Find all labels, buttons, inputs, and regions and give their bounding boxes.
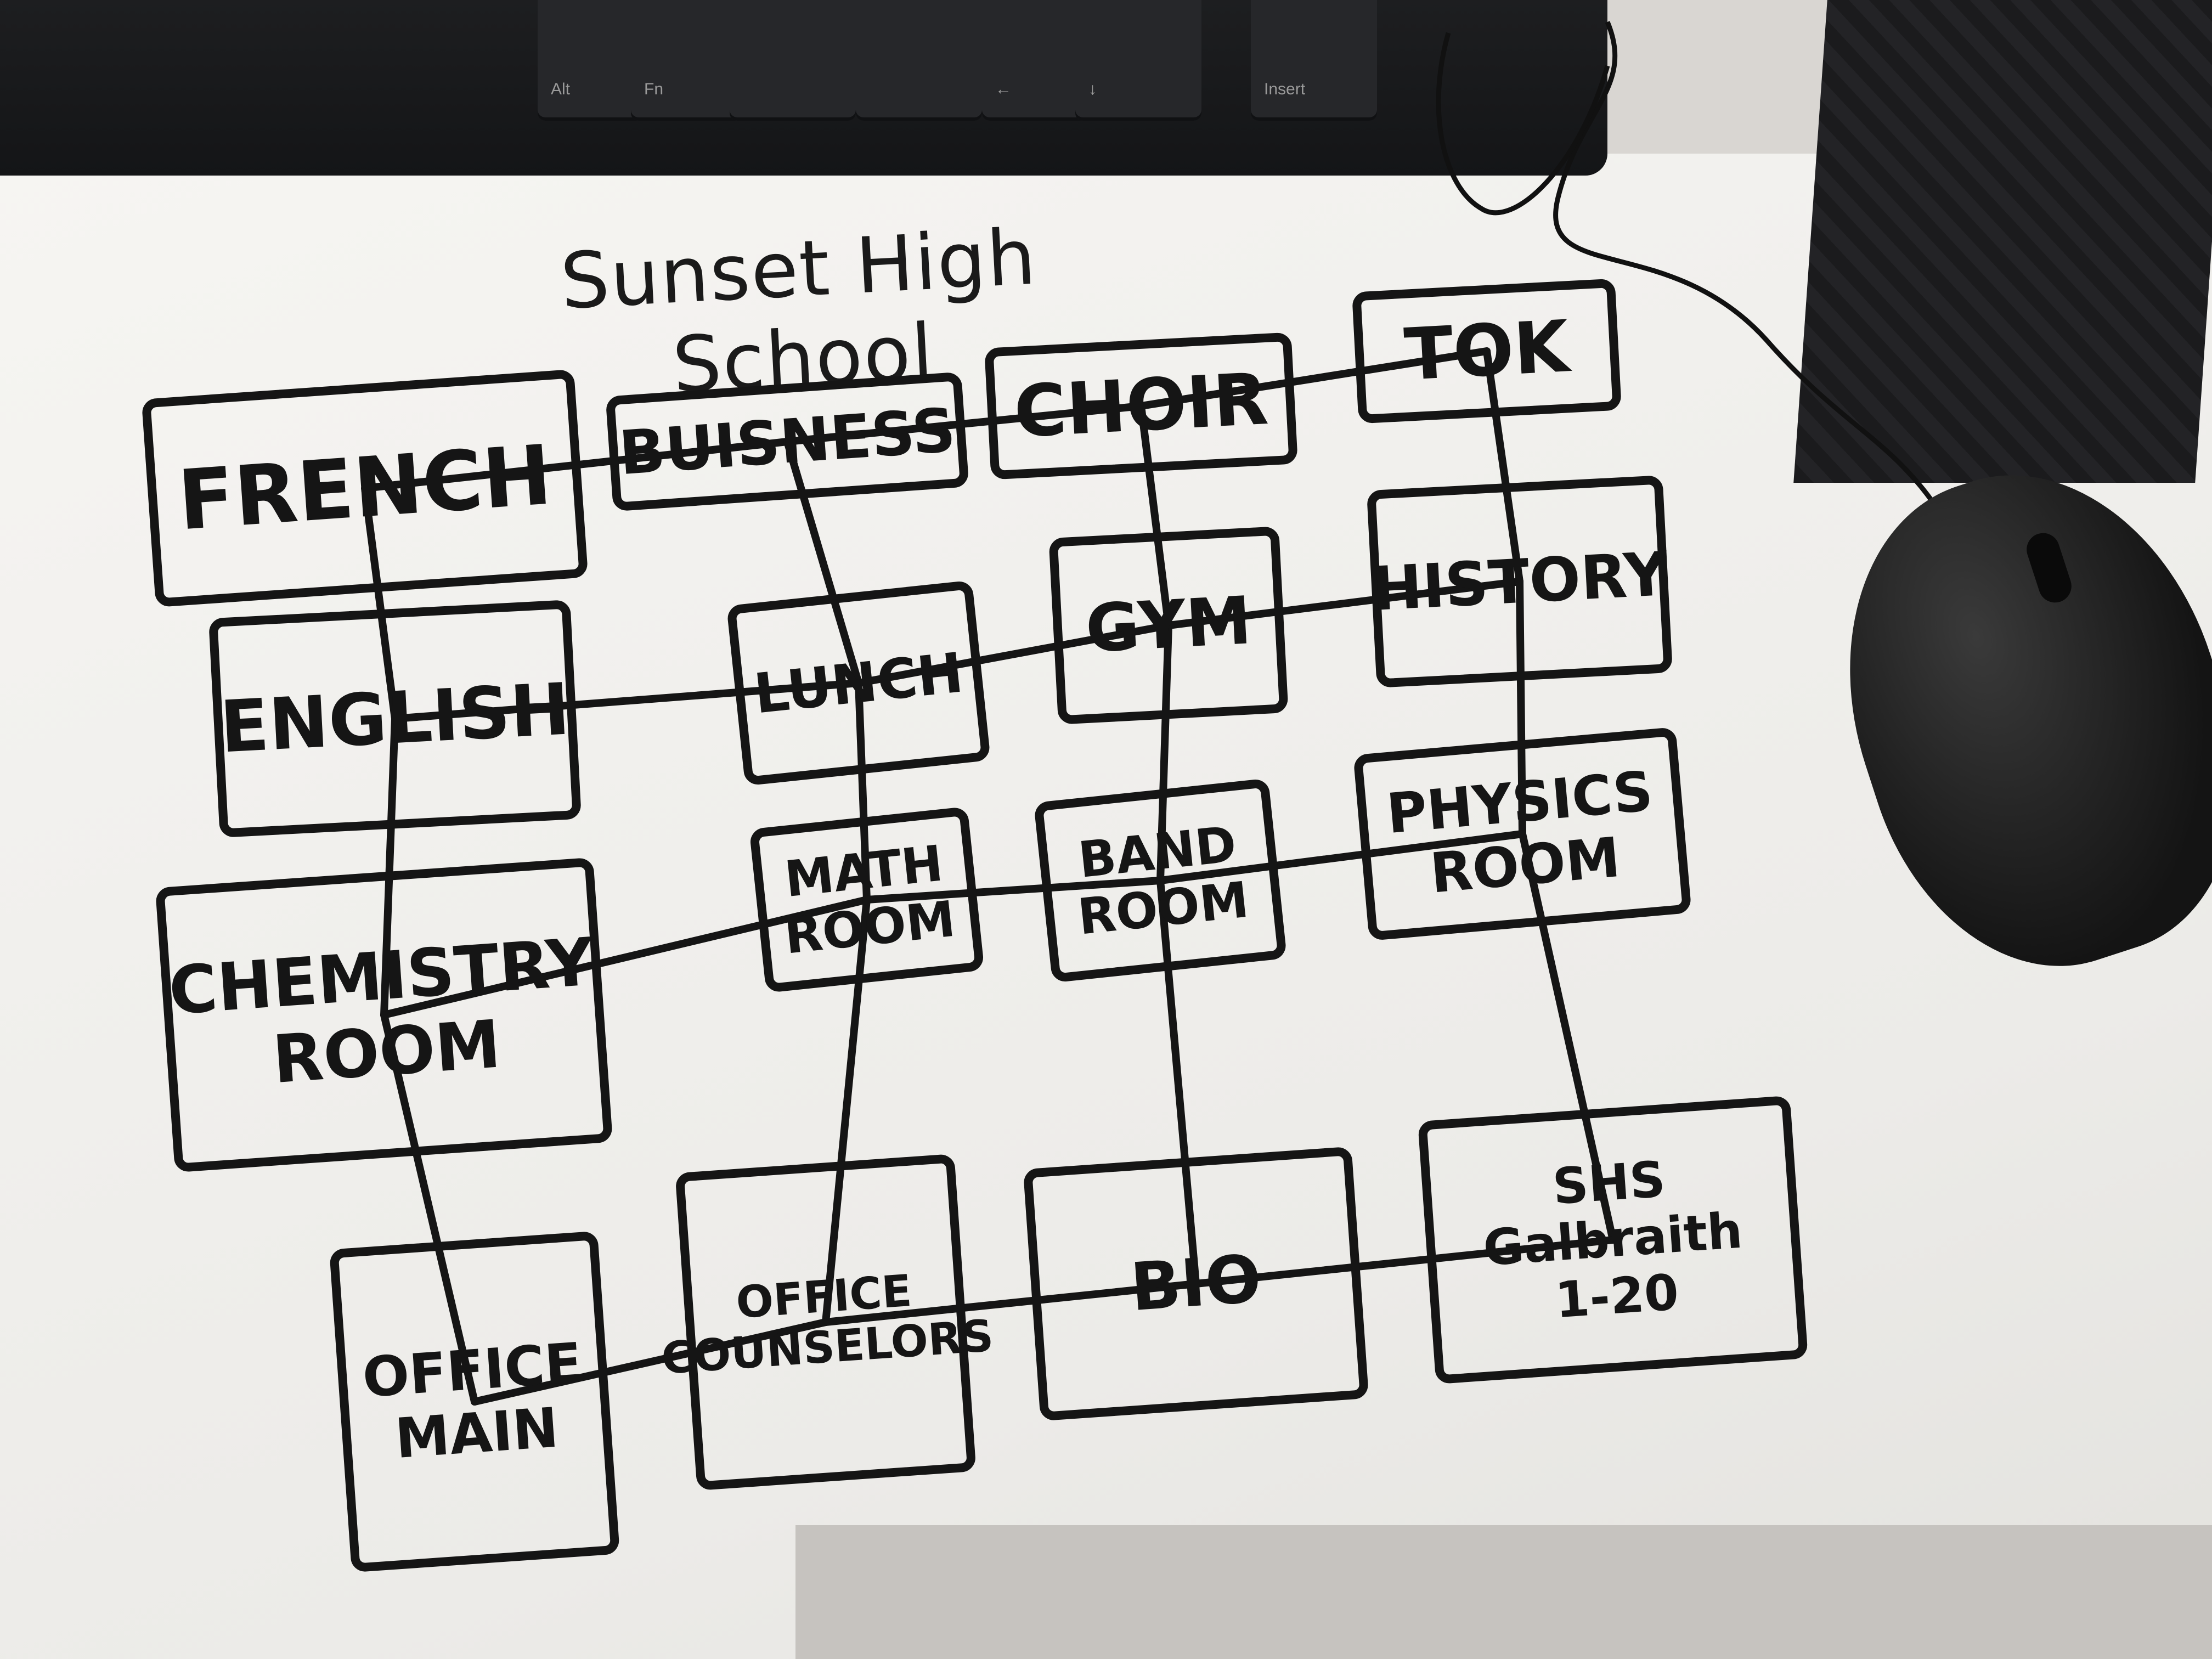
node-label: LUNCH — [751, 640, 967, 726]
edge-lunch-gym — [855, 622, 1172, 687]
edge-band-bio — [1156, 877, 1200, 1288]
node-tok: TOK — [1352, 278, 1622, 424]
edge-buisness-lunch — [783, 438, 862, 687]
edge-bio-shs — [1192, 1236, 1617, 1288]
node-label: HISTORY — [1370, 538, 1669, 624]
node-label: MAIN — [393, 1395, 561, 1471]
edge-chemistry-office_main — [380, 1011, 478, 1406]
node-french: FRENCH — [141, 369, 589, 608]
node-label: CHOIR — [1012, 357, 1271, 454]
edge-lunch-math — [855, 679, 871, 904]
node-bio: BIO — [1023, 1146, 1369, 1421]
edge-history-physics — [1516, 578, 1526, 838]
edge-math-office_counselors — [822, 896, 871, 1326]
edge-physics-shs — [1519, 830, 1617, 1244]
edge-buisness-choir — [783, 402, 1145, 445]
node-label: FRENCH — [174, 427, 555, 549]
keyboard-key — [730, 0, 856, 121]
edge-chemistry-math — [380, 896, 871, 1019]
node-label: SHS Galbraith — [1481, 1150, 1745, 1278]
edge-french-english — [361, 484, 399, 723]
node-label: 1-20 — [1553, 1263, 1681, 1330]
node-label: TOK — [1402, 304, 1571, 397]
node-label: BUISNESS — [617, 394, 958, 489]
edge-office_main-office_counselors — [471, 1318, 830, 1406]
keyboard: Alt Fn ← ↓ Insert — [0, 0, 1607, 176]
edge-choir-tok — [1137, 347, 1491, 410]
desk-surface — [795, 1525, 2212, 1659]
node-english: ENGLISH — [208, 600, 582, 838]
edge-french-buisness — [361, 438, 791, 492]
node-label: COUNSELORS — [659, 1310, 995, 1384]
edge-english-chemistry — [380, 715, 399, 1019]
keyboard-key: Insert — [1251, 0, 1377, 121]
node-choir: CHOIR — [984, 332, 1298, 480]
edge-math-band — [863, 877, 1164, 904]
node-history: HISTORY — [1366, 475, 1673, 688]
node-label: GYM — [1084, 583, 1254, 668]
edge-english-lunch — [391, 679, 862, 723]
keyboard-key: ↓ — [1075, 0, 1201, 121]
edge-choir-gym — [1137, 402, 1172, 629]
edge-office_counselors-bio — [822, 1280, 1200, 1326]
node-lunch: LUNCH — [726, 580, 991, 786]
node-gym: GYM — [1048, 526, 1289, 725]
keyboard-key — [856, 0, 982, 121]
edge-tok-history — [1483, 347, 1523, 585]
node-label: BIO — [1128, 1240, 1264, 1327]
edge-gym-history — [1165, 578, 1523, 629]
edge-gym-band — [1156, 622, 1172, 884]
node-label: ROOM — [270, 1006, 504, 1099]
node-label: ENGLISH — [218, 667, 572, 769]
edge-band-physics — [1156, 830, 1526, 884]
